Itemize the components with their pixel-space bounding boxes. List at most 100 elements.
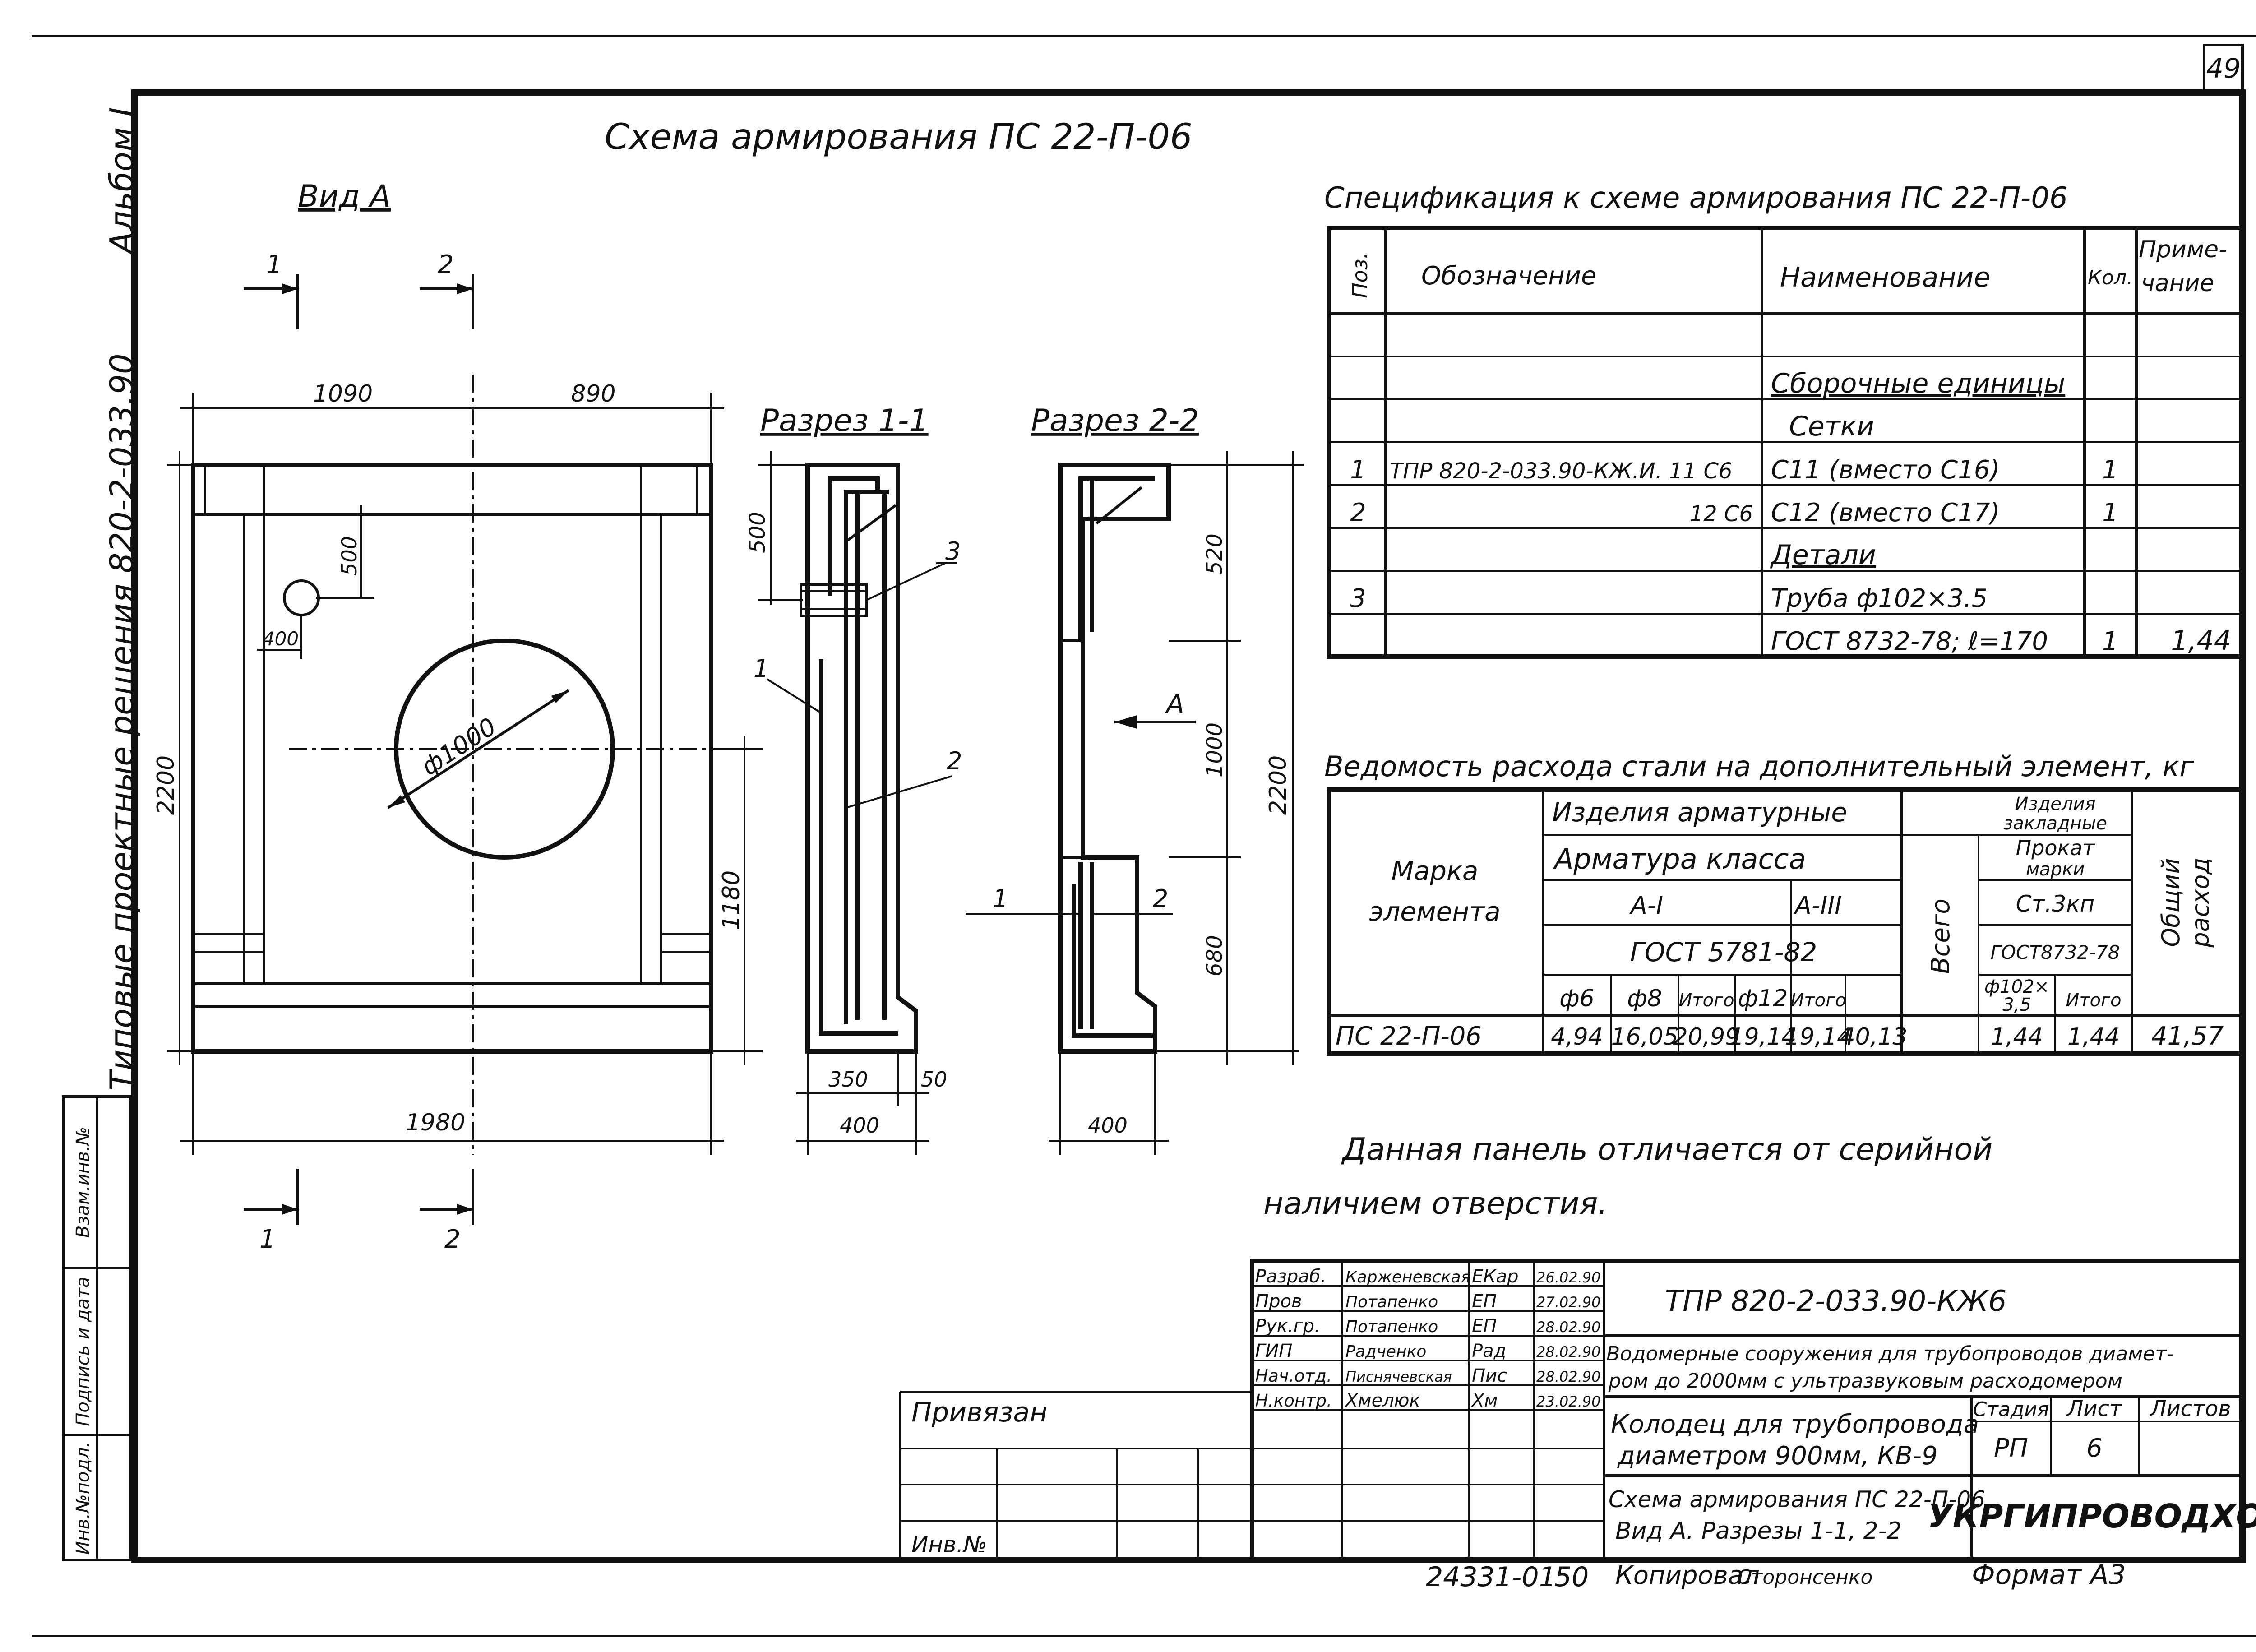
staff-name-2: Потапенко — [1345, 1293, 1438, 1311]
steel-row-mark: ПС 22-П-06 — [1336, 1022, 1482, 1051]
dim-width-total: 1980 — [406, 1109, 465, 1136]
section-mark-2-bottom: 2 — [420, 1169, 474, 1254]
steel-h-rolled-1: Прокат — [2016, 836, 2095, 860]
steel-h-a1: А-I — [1629, 891, 1663, 920]
dim-top-right: 890 — [571, 380, 615, 407]
steel-h-rebar: Изделия арматурные — [1552, 797, 1847, 828]
section-2-2-label: Разрез 2-2 — [1031, 403, 1199, 439]
opening-dim: ф1000 — [416, 712, 501, 781]
steel-row-v3: 20,99 — [1673, 1023, 1740, 1050]
spec-row4-qty: 1 — [2102, 627, 2118, 656]
dim-top-left: 1090 — [313, 380, 373, 407]
spec-h-code: Обозначение — [1421, 261, 1597, 291]
section-mark-1-bottom: 1 — [244, 1169, 299, 1254]
spec-h-pos: Поз. — [1348, 252, 1372, 298]
spec-row1-qty: 1 — [2102, 455, 2118, 485]
note-line-1: Данная панель отличается от серийной — [1341, 1132, 1992, 1167]
stamp-vzam-inv: Взам.инв.№ — [73, 1127, 93, 1238]
dim-section1-side: 50 — [921, 1067, 948, 1092]
callout-3: 3 — [945, 537, 961, 565]
section-1-1-outline — [805, 463, 918, 1054]
svg-text:1: 1 — [259, 1225, 276, 1254]
callout-1: 1 — [754, 654, 769, 683]
spec-row2-code: 12 С6 — [1690, 501, 1753, 527]
staff-role-5: Нач.отд. — [1255, 1366, 1332, 1386]
dim-height-total: 2200 — [153, 755, 180, 815]
spec-row-group-details: Детали — [1770, 539, 1876, 571]
dim-section2-d1: 520 — [1202, 533, 1227, 575]
footer-copier: Сторонсенко — [1737, 1566, 1872, 1589]
footer-page: 50 — [1554, 1561, 1589, 1593]
callout-2-1: 1 — [993, 884, 1008, 913]
svg-text:2: 2 — [444, 1225, 461, 1254]
section-mark-2-top: 2 — [420, 250, 474, 329]
steel-h-gost2: ГОСТ8732-78 — [1991, 941, 2120, 963]
section-2-2-outline — [1058, 463, 1171, 1054]
dim-section2-d2: 1000 — [1202, 722, 1227, 777]
spec-row2-qty: 1 — [2102, 498, 2118, 528]
spec-row1-name: С11 (вместо С16) — [1771, 455, 2000, 485]
svg-text:1: 1 — [266, 250, 282, 279]
dim-hole-horizontal: 400 — [263, 628, 299, 650]
staff-date-5: 28.02.90 — [1536, 1368, 1601, 1385]
note-line-2: наличием отверстия. — [1263, 1186, 1608, 1222]
steel-title: Ведомость расхода стали на дополнительны… — [1324, 750, 2194, 783]
steel-row-v8: 1,44 — [2067, 1023, 2120, 1050]
dim-section1-inner: 350 — [828, 1067, 868, 1092]
steel-h-embed-2: закладные — [2003, 813, 2107, 834]
staff-date-1: 26.02.90 — [1536, 1269, 1601, 1286]
dim-section1-total: 400 — [840, 1113, 879, 1138]
stage-value: РП — [1994, 1434, 2028, 1463]
steel-h-mark-2: элемента — [1369, 896, 1500, 927]
footer-number: 24331-01 — [1426, 1561, 1556, 1593]
spec-h-note-2: чание — [2141, 270, 2214, 297]
sheet-header: Лист — [2066, 1396, 2123, 1421]
inv-label: Инв.№ — [911, 1532, 987, 1558]
staff-sign-3: ЕП — [1472, 1316, 1497, 1337]
steel-h-gost: ГОСТ 5781-82 — [1630, 937, 1817, 967]
spec-title: Спецификация к схеме армирования ПС 22-П… — [1324, 181, 2068, 215]
steel-h-mark-1: Марка — [1392, 856, 1479, 886]
spec-row-group-mesh: Сетки — [1789, 411, 1874, 442]
spec-row2-name: С12 (вместо С17) — [1771, 498, 2000, 528]
panel-outline — [191, 463, 713, 1054]
spec-row4-name: ГОСТ 8732-78; ℓ=170 — [1771, 627, 2048, 656]
footer-copied-by: Копировал — [1615, 1561, 1760, 1590]
subject-line-2: диаметром 900мм, КВ-9 — [1617, 1441, 1938, 1471]
spec-row3-pos: 3 — [1350, 584, 1366, 613]
spec-row1-pos: 1 — [1350, 455, 1366, 485]
staff-sign-5: Пис — [1472, 1365, 1507, 1386]
doc-code: ТПР 820-2-033.90-КЖ6 — [1665, 1285, 2006, 1318]
steel-col-total-a1: Итого — [1678, 990, 1734, 1011]
arrow-a-label: А — [1165, 689, 1184, 719]
steel-col-pipe-total: Итого — [2066, 990, 2121, 1011]
stage-header: Стадия — [1973, 1398, 2049, 1421]
steel-h-class: Арматура класса — [1553, 842, 1806, 875]
binding-label: Привязан — [911, 1397, 1048, 1428]
object-line-2: ром до 2000мм с ультразвуковым расходоме… — [1608, 1370, 2122, 1393]
staff-date-4: 28.02.90 — [1536, 1343, 1601, 1360]
steel-col-total-a3: Итого — [1790, 990, 1846, 1011]
stamp-inv-podl: Инв.№подл. — [73, 1442, 93, 1555]
steel-row-v7: 1,44 — [1991, 1023, 2043, 1050]
side-stamp: Инв.№подл. Подпись и дата Взам.инв.№ — [62, 1095, 132, 1561]
steel-h-embed-1: Изделия — [2015, 794, 2095, 814]
steel-row-v5: 19,14 — [1785, 1023, 1852, 1050]
staff-sign-1: ЕКар — [1472, 1266, 1519, 1287]
steel-col-d12: ф12 — [1738, 985, 1788, 1012]
steel-h-all: Всего — [1926, 898, 1956, 974]
dim-section2-total: 2200 — [1265, 755, 1292, 815]
stamp-sign-date: Подпись и дата — [73, 1277, 93, 1426]
spec-h-name: Наименование — [1780, 262, 1990, 293]
staff-role-4: ГИП — [1255, 1341, 1292, 1361]
staff-date-2: 27.02.90 — [1536, 1294, 1601, 1311]
spec-row2-pos: 2 — [1350, 498, 1366, 528]
sheet-title-line-1: Схема армирования ПС 22-П-06 — [1609, 1486, 1985, 1513]
spec-h-note-1: Приме- — [2139, 236, 2227, 263]
steel-h-a3: А-III — [1794, 891, 1842, 920]
staff-date-3: 28.02.90 — [1536, 1319, 1601, 1336]
staff-name-5: Пиcнячевская — [1345, 1368, 1452, 1385]
staff-sign-4: Рад — [1472, 1341, 1506, 1361]
staff-role-3: Рук.гр. — [1255, 1316, 1320, 1337]
callout-2-2: 2 — [1153, 884, 1168, 913]
